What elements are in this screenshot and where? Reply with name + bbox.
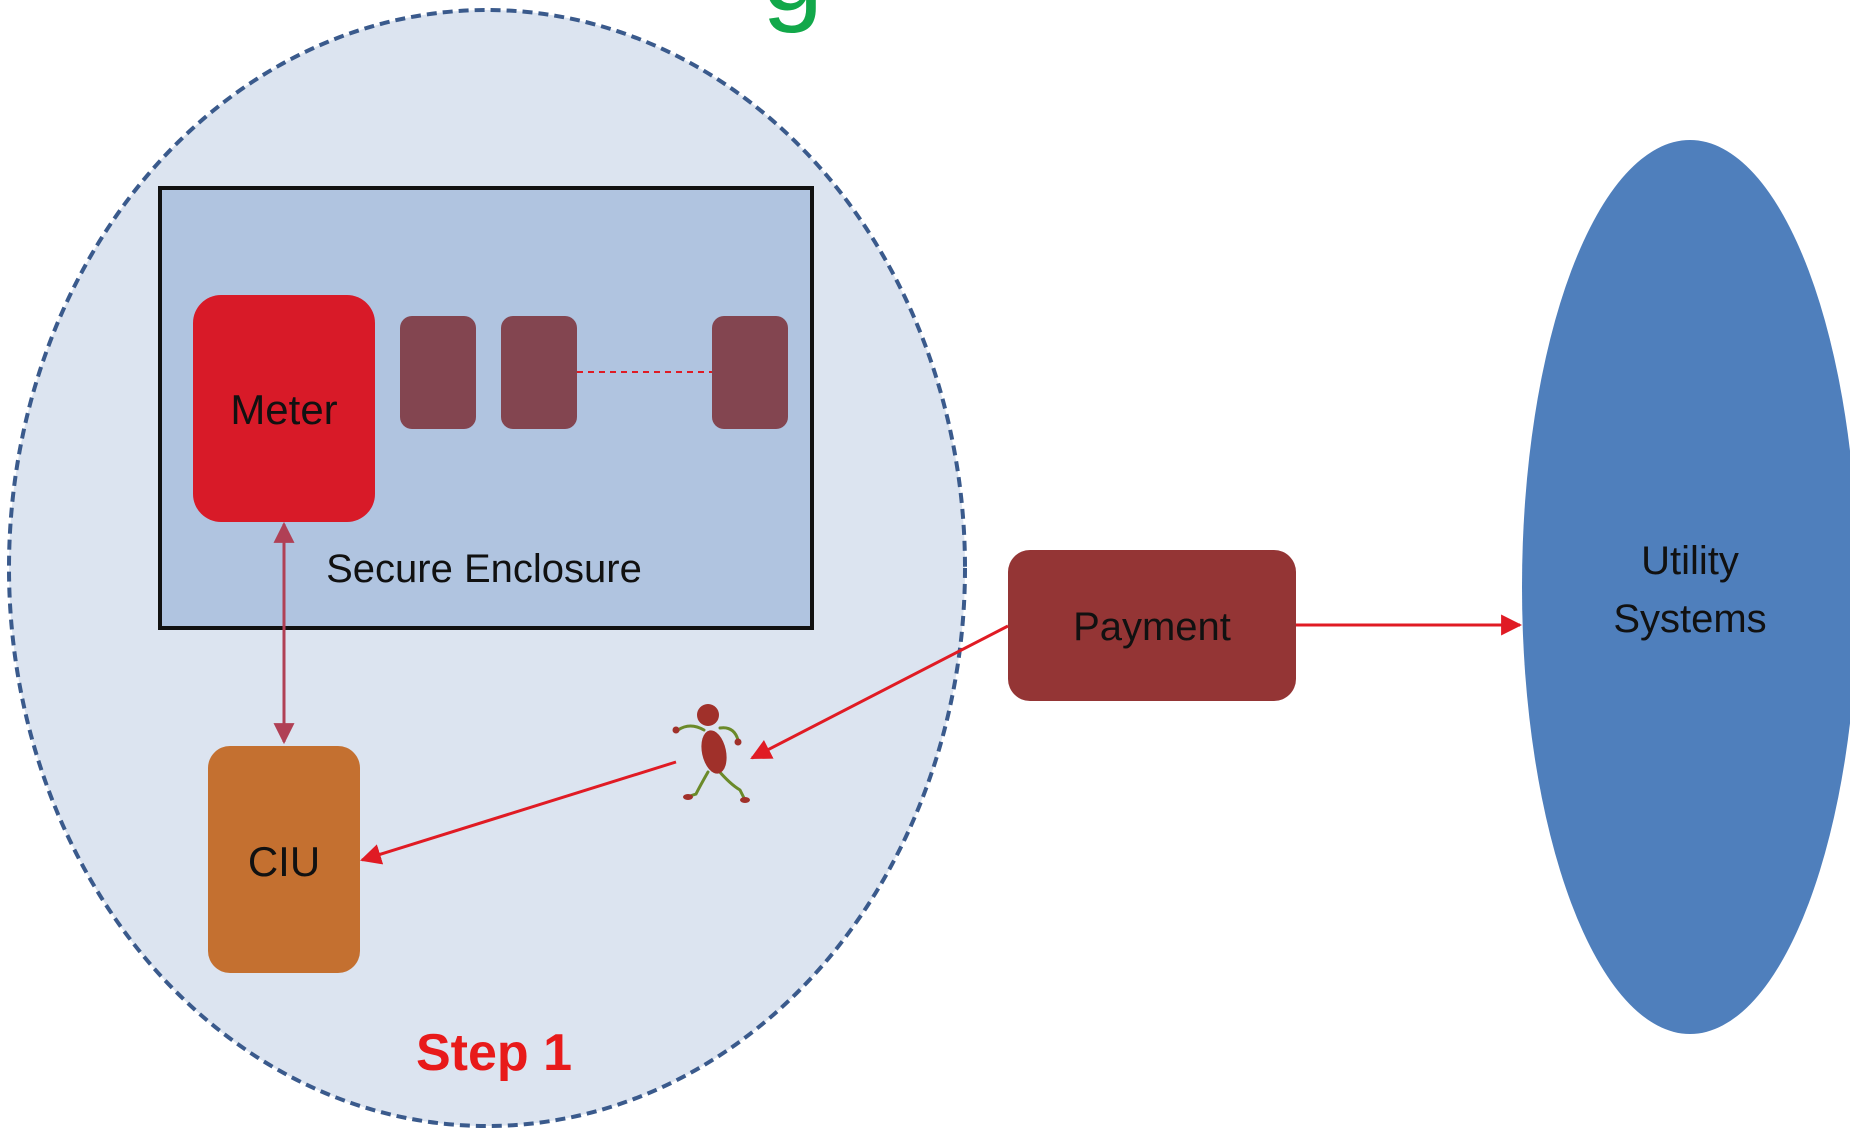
ciu-label: CIU xyxy=(248,838,320,885)
meter-box xyxy=(193,295,375,522)
secure-enclosure-label: Secure Enclosure xyxy=(326,547,642,591)
running-figure-icon xyxy=(672,704,750,803)
step-label: Step 1 xyxy=(416,1024,572,1082)
ciu-box xyxy=(208,746,360,973)
payment-runner-arrow xyxy=(750,624,1009,760)
utility-systems-ellipse xyxy=(1522,140,1850,1034)
utility-label-line1: Utility xyxy=(1641,539,1739,583)
utility-label-line2: Systems xyxy=(1613,597,1766,641)
device-box-1 xyxy=(400,316,476,429)
title-fragment: g xyxy=(762,0,823,34)
payment-box xyxy=(1008,550,1296,701)
meter-label: Meter xyxy=(230,386,337,433)
device-box-2 xyxy=(501,316,577,429)
payment-label: Payment xyxy=(1073,605,1231,649)
device-box-n xyxy=(712,316,788,429)
runner-ciu-arrow xyxy=(359,760,677,865)
